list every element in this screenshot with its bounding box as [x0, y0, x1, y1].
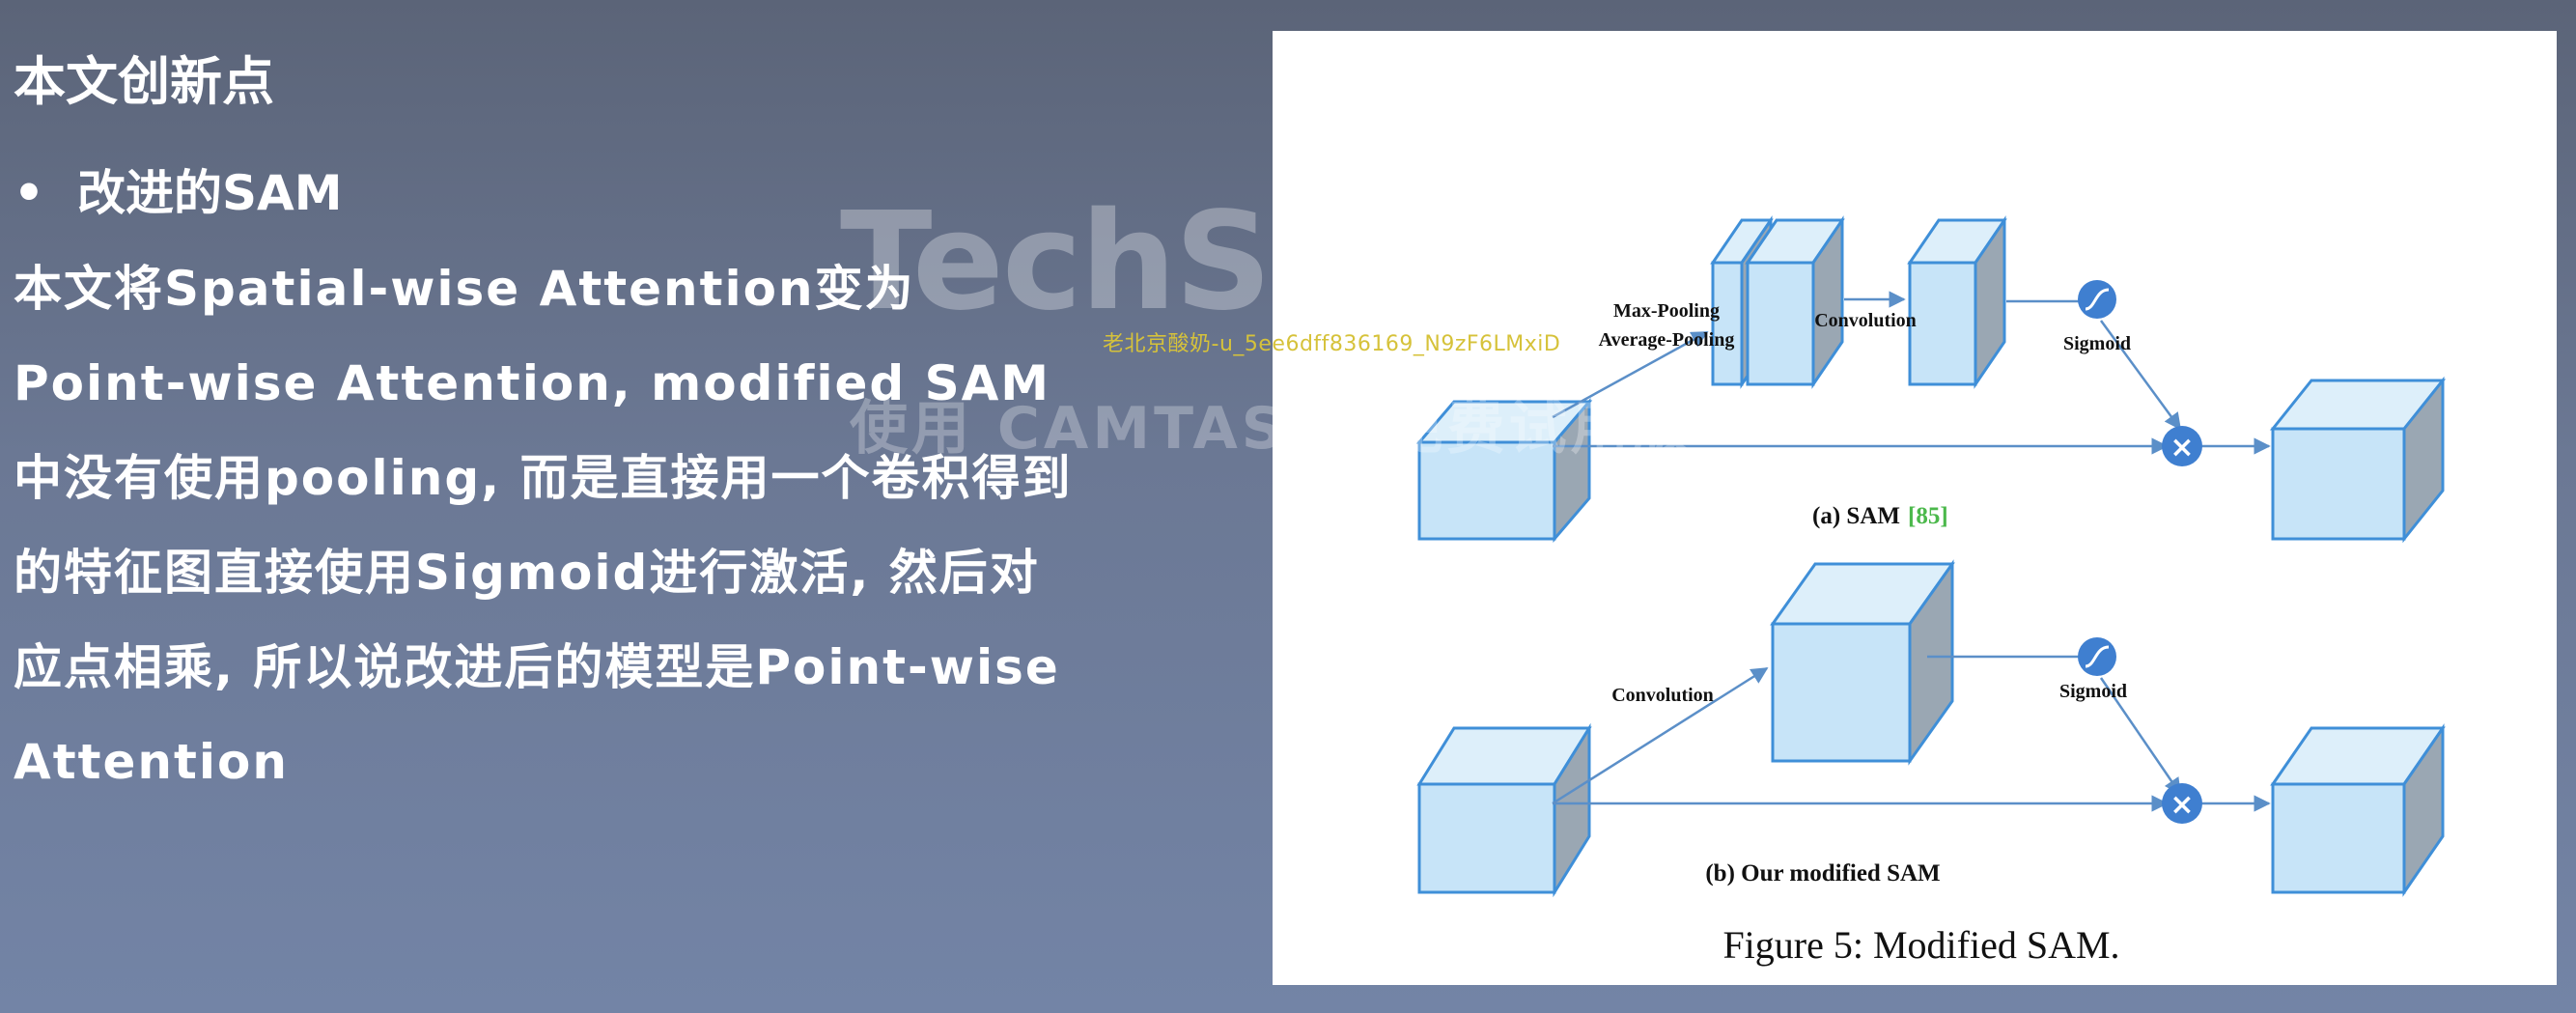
label-convolution-b: Convolution [1611, 685, 1714, 706]
multiply-node-b: × [2162, 783, 2202, 824]
caption-b: (b) Our modified SAM [1705, 860, 1940, 886]
output-cube-a [2269, 376, 2447, 544]
figure-panel: × Max-Pooling Average-Pooling Convolutio… [1273, 31, 2557, 985]
bullet-text: 改进的SAM [77, 165, 343, 221]
techsmith-watermark: TechSmith [840, 183, 1612, 341]
bullet-item: • 改进的SAM [14, 155, 342, 224]
body-paragraph: 本文将Spatial-wise Attention变为Point-wise At… [14, 261, 1073, 790]
arrow-to-pooling [1552, 330, 1709, 419]
registered-mark: ® [1661, 217, 1694, 256]
sam-diagram: × Max-Pooling Average-Pooling Convolutio… [1415, 215, 2447, 967]
arrow-to-mult-b [2099, 677, 2182, 796]
label-sigmoid-a: Sigmoid [2063, 333, 2131, 354]
sigmoid-node-b [2078, 637, 2116, 676]
user-watermark: 老北京酸奶-u_5ee6dff836169_N9zF6LMxiD [1103, 332, 1561, 356]
multiply-node-a: × [2162, 426, 2202, 466]
figure-caption: Figure 5: Modified SAM. [1722, 923, 2119, 967]
label-average-pooling: Average-Pooling [1599, 329, 1735, 351]
sigmoid-node-a [2078, 280, 2116, 319]
input-cube-a [1415, 397, 1593, 544]
multiply-symbol-b: × [2170, 788, 2194, 822]
label-sigmoid-b: Sigmoid [2059, 681, 2127, 702]
input-cube-b [1416, 722, 1592, 898]
citation-a: [85] [1908, 503, 1948, 529]
conv-feature-a [1907, 215, 2007, 389]
label-convolution-a: Convolution [1814, 310, 1917, 331]
slide-title: 本文创新点 [14, 51, 274, 112]
conv-feature-b [1770, 559, 1955, 766]
bullet-marker: • [14, 165, 44, 221]
output-cube-b [2270, 723, 2446, 897]
caption-a: (a) SAM [1812, 503, 1900, 529]
arrow-to-conv-b [1552, 666, 1769, 805]
label-max-pooling: Max-Pooling [1613, 300, 1720, 322]
pooled-feature-avg [1745, 215, 1845, 389]
multiply-symbol-a: × [2170, 431, 2194, 464]
arrow-to-mult-a [2099, 320, 2182, 431]
camtasia-trial-watermark: 使用 CAMTASIA 免费试用版 [850, 395, 1694, 463]
